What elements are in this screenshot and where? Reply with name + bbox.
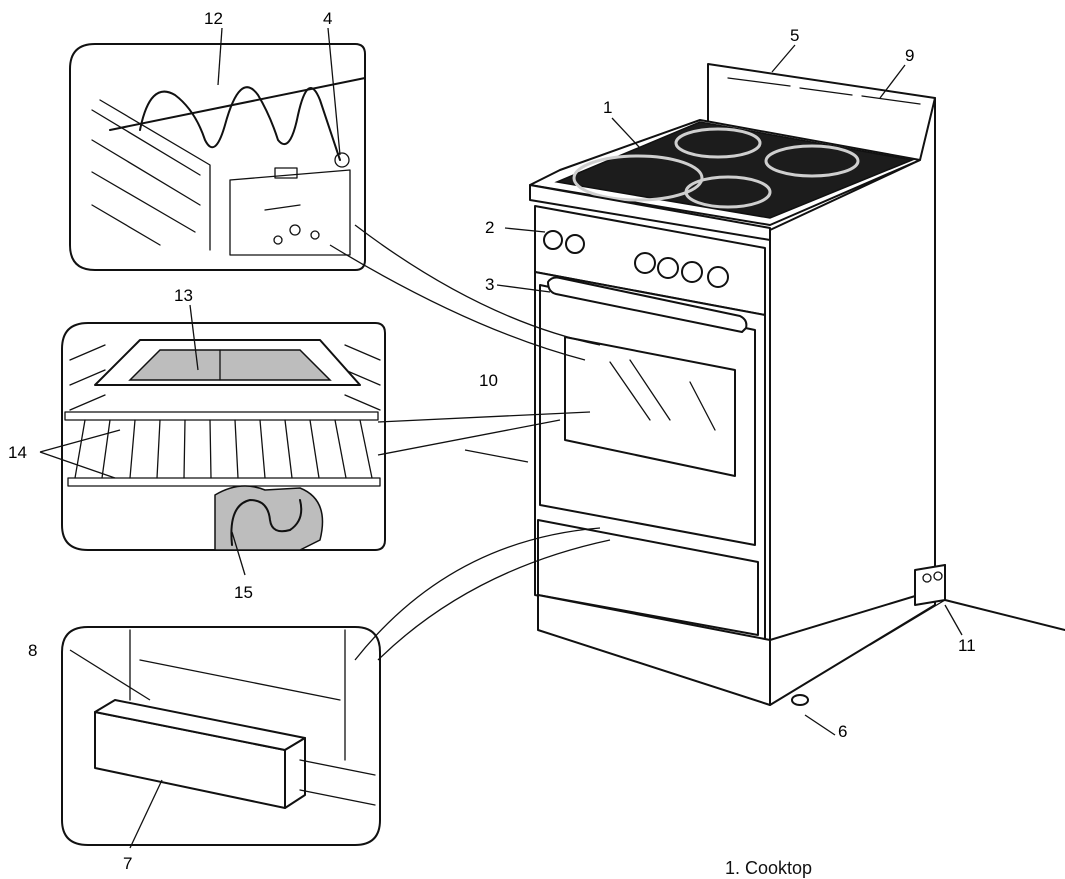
callout-6: 6	[838, 722, 847, 741]
legend-item-cooktop: 1. Cooktop	[725, 858, 813, 878]
broil-element-inset	[69, 43, 366, 271]
callout-11: 11	[958, 636, 976, 655]
oven-racks-inset	[61, 322, 386, 551]
callout-4: 4	[323, 9, 332, 28]
callout-8: 8	[28, 641, 37, 660]
callout-10: 10	[479, 371, 498, 390]
storage-drawer-inset	[61, 626, 381, 846]
callout-12: 12	[204, 9, 223, 28]
electric-range	[529, 63, 1065, 706]
callout-1: 1	[603, 98, 612, 117]
callout-numbers: 1 2 3 4 5 6 7 8 9 10 11 12 13 14 15	[8, 9, 976, 873]
callout-9: 9	[905, 46, 914, 65]
callout-5: 5	[790, 26, 799, 45]
callout-13: 13	[174, 286, 193, 305]
callout-7: 7	[123, 854, 132, 873]
leader-lines	[39, 27, 963, 849]
callout-3: 3	[485, 275, 494, 294]
callout-2: 2	[485, 218, 494, 237]
callout-15: 15	[234, 583, 253, 602]
callout-14: 14	[8, 443, 27, 462]
